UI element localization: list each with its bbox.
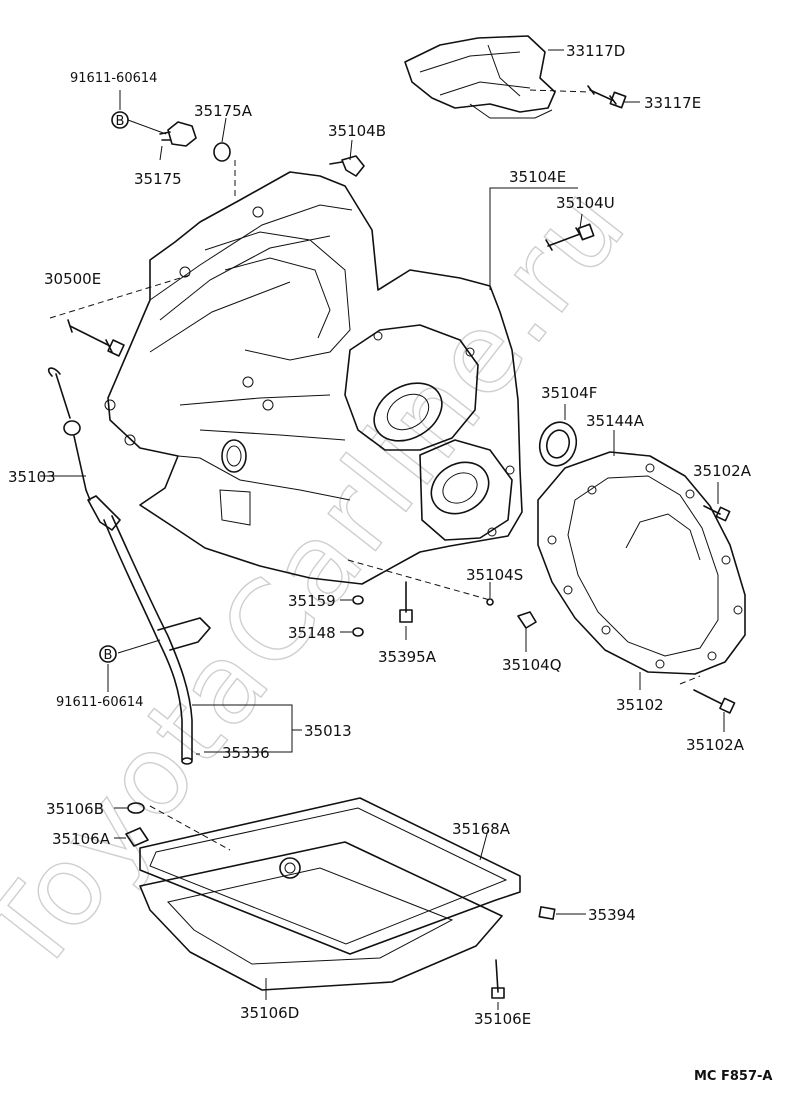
bolt-35106e xyxy=(491,959,505,999)
label-35106b: 35106B xyxy=(46,800,104,818)
speed-sensor-35175 xyxy=(159,121,197,147)
plug-35104s xyxy=(486,598,494,606)
label-35159: 35159 xyxy=(288,592,336,610)
oil-seal-35104f xyxy=(538,421,578,467)
label-35104u: 35104U xyxy=(556,194,615,212)
label-35103: 35103 xyxy=(8,468,56,486)
bolt-30500e xyxy=(67,319,125,357)
label-91611-60614-bottom: 91611-60614 xyxy=(56,695,143,710)
dashed-guide-30500e xyxy=(49,274,191,319)
label-91611-60614-top: 91611-60614 xyxy=(70,71,157,86)
label-35102a-top: 35102A xyxy=(693,462,752,480)
label-35106d: 35106D xyxy=(240,1004,299,1022)
drain-plug-35106a xyxy=(125,827,149,847)
label-35336: 35336 xyxy=(222,744,270,762)
label-35104f: 35104F xyxy=(541,384,597,402)
plug-35104q xyxy=(517,611,537,629)
label-35104s: 35104S xyxy=(466,566,523,584)
label-35395a: 35395A xyxy=(378,648,437,666)
bolt-35104u xyxy=(545,223,595,251)
transaxle-housing xyxy=(104,171,523,585)
dashed-guide-35102a xyxy=(679,675,701,685)
oil-pan-gasket-35168a xyxy=(139,797,521,955)
bolt-35102a-bottom xyxy=(693,689,736,714)
label-35102: 35102 xyxy=(616,696,664,714)
dipstick-35103 xyxy=(47,367,91,501)
dashed-guide-35106 xyxy=(149,805,231,851)
figure-code: MC F857-A xyxy=(694,1069,772,1084)
label-30500e: 30500E xyxy=(44,270,101,288)
label-35175a: 35175A xyxy=(194,102,253,120)
label-35168a: 35168A xyxy=(452,820,511,838)
magnet-35394 xyxy=(538,906,556,920)
label-35013: 35013 xyxy=(304,722,352,740)
label-35394: 35394 xyxy=(588,906,636,924)
label-35104b: 35104B xyxy=(328,122,386,140)
bracket-35013 xyxy=(192,704,293,753)
label-35144a: 35144A xyxy=(586,412,645,430)
label-33117e: 33117E xyxy=(644,94,701,112)
dipstick-tube-35013 xyxy=(87,495,211,765)
label-35104q: 35104Q xyxy=(502,656,562,674)
label-35106e: 35106E xyxy=(474,1010,531,1028)
label-35106a: 35106A xyxy=(52,830,111,848)
bolt-33117e xyxy=(587,85,627,109)
label-35175: 35175 xyxy=(134,170,182,188)
cover-plate-33117d xyxy=(404,35,556,119)
b-marker-top-label: B xyxy=(116,114,125,129)
label-33117d: 33117D xyxy=(566,42,625,60)
oil-pan-35106d xyxy=(139,841,503,991)
washer-35148 xyxy=(352,627,364,637)
fitting-35104b xyxy=(329,155,365,177)
b-marker-bottom-label: B xyxy=(104,648,113,663)
o-ring-35175a xyxy=(213,142,231,162)
leader-lines xyxy=(40,49,725,1010)
label-35148: 35148 xyxy=(288,624,336,642)
pin-35395a xyxy=(399,581,413,623)
b-marker-bottom: B xyxy=(99,645,117,663)
b-marker-top: B xyxy=(111,111,129,129)
bolt-35102a-top xyxy=(703,505,731,522)
washer-35159 xyxy=(352,595,364,605)
label-35104e: 35104E xyxy=(509,168,566,186)
label-35102a-bottom: 35102A xyxy=(686,736,745,754)
leader-35104e xyxy=(489,187,578,290)
side-cover-35102 xyxy=(537,451,746,675)
